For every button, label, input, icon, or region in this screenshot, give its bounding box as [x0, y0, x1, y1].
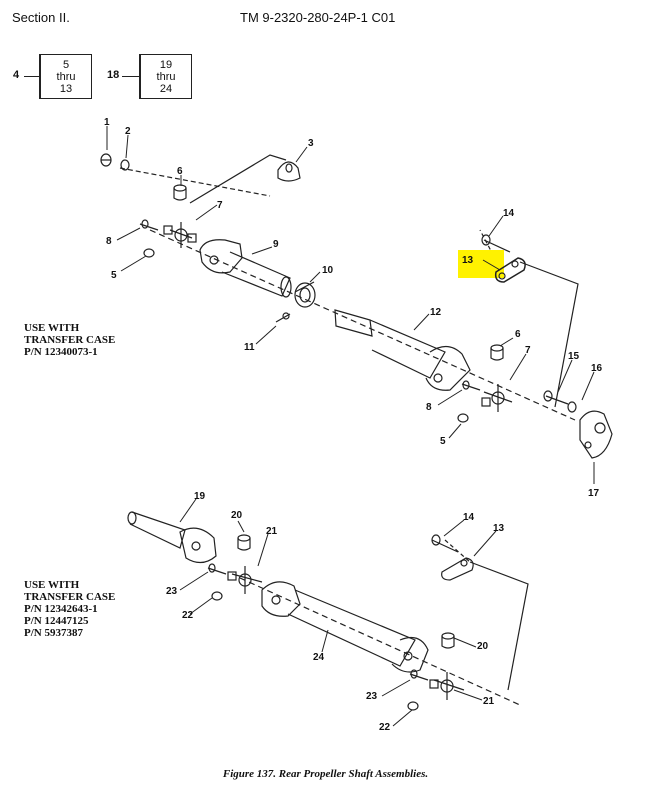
callout-22: 22 [182, 610, 194, 621]
strap-part-13-highlighted [458, 250, 526, 283]
index-ref-4: 4 [13, 69, 20, 81]
guide-line [519, 261, 579, 408]
usage-note-upper: USE WITH TRANSFER CASE P/N 12340073-1 [24, 322, 116, 358]
bolt-part-15 [543, 390, 569, 405]
washer-part-5 [143, 248, 155, 258]
callout-21: 21 [266, 526, 278, 537]
callout-16: 16 [591, 363, 603, 374]
callout-leaders [106, 126, 595, 727]
callout-14: 14 [503, 208, 515, 219]
fitting-part-11 [275, 312, 291, 323]
strap-part-13b [441, 557, 474, 581]
callout-13b: 13 [493, 523, 505, 534]
index-box-line: 13 [59, 83, 73, 95]
callout-24: 24 [313, 652, 325, 663]
shaft-part-24 [261, 581, 429, 673]
seal-part-10 [294, 281, 316, 308]
callout-13-highlighted: 13 [462, 255, 474, 266]
spider-part-7 [163, 222, 197, 248]
spider-part-21b [429, 672, 465, 700]
shaft-part-19 [127, 511, 217, 564]
callout-10: 10 [322, 265, 334, 276]
spider-part-7b [481, 384, 513, 412]
callout-17: 17 [588, 488, 600, 499]
bolt-part-8b [461, 380, 481, 391]
callout-7b: 7 [525, 345, 531, 356]
callout-15: 15 [568, 351, 580, 362]
bolt-part-23 [207, 563, 227, 575]
callout-11: 11 [244, 342, 255, 353]
bolt-part-23b [409, 669, 429, 681]
callout-5: 5 [111, 270, 117, 281]
index-box-line: 5 [62, 59, 70, 71]
centerline [149, 229, 576, 421]
bolt-part-14 [481, 234, 511, 253]
bolt-part-14b [431, 534, 459, 553]
washer-part-5b [457, 413, 469, 423]
callout-23b: 23 [366, 691, 378, 702]
bearing-cap-part-6b [490, 344, 504, 361]
guide-line [469, 561, 529, 691]
callout-6: 6 [177, 166, 183, 177]
index-ref-18: 18 [107, 69, 120, 81]
document-id: TM 9-2320-280-24P-1 C01 [240, 10, 396, 25]
section-label: Section II. [12, 10, 70, 25]
callout-5b: 5 [440, 436, 446, 447]
nut-part-1 [100, 153, 112, 167]
callout-20b: 20 [477, 641, 489, 652]
bearing-cap-part-20b [441, 632, 455, 649]
index-box-19-24: 19 thru 24 [139, 54, 192, 99]
callout-8b: 8 [426, 402, 432, 413]
callout-20: 20 [231, 510, 243, 521]
usage-note-lower: USE WITH TRANSFER CASE P/N 12342643-1 P/… [24, 579, 116, 639]
bearing-cap-part-20 [237, 534, 251, 551]
callout-23: 23 [166, 586, 178, 597]
callout-1: 1 [104, 117, 110, 128]
slip-yoke-part-9 [199, 239, 292, 298]
index-box-line: 19 [159, 59, 173, 71]
guide-line [189, 154, 287, 204]
bolt-part-8 [139, 219, 159, 231]
strap-part-3 [277, 161, 301, 182]
callout-2: 2 [125, 126, 131, 137]
index-box-5-13: 5 thru 13 [39, 54, 92, 99]
callout-6b: 6 [515, 329, 521, 340]
washer-part-22 [211, 591, 223, 601]
guide-line [444, 539, 471, 563]
figure-caption: Figure 137. Rear Propeller Shaft Assembl… [222, 768, 429, 780]
callout-7: 7 [217, 200, 223, 211]
index-ref-leader [24, 76, 39, 77]
callout-14b: 14 [463, 512, 475, 523]
index-box-line: 24 [159, 83, 173, 95]
washer-part-22b [407, 701, 419, 711]
washer-part-16 [567, 401, 577, 413]
callout-9: 9 [273, 239, 279, 250]
callout-21b: 21 [483, 696, 495, 707]
callout-22b: 22 [379, 722, 391, 733]
centerline [119, 167, 271, 197]
callout-3: 3 [308, 138, 314, 149]
callout-8: 8 [106, 236, 112, 247]
spider-part-21 [227, 566, 263, 594]
centerline [239, 577, 521, 706]
shaft-part-12 [334, 309, 471, 391]
callout-12: 12 [430, 307, 442, 318]
callout-19: 19 [194, 491, 206, 502]
index-box-line: thru [56, 71, 76, 83]
index-box-line: thru [156, 71, 176, 83]
washer-part-2 [120, 159, 130, 171]
flange-yoke-part-17 [579, 410, 613, 459]
index-ref-leader [122, 76, 139, 77]
bearing-cap-part-6 [173, 184, 187, 201]
